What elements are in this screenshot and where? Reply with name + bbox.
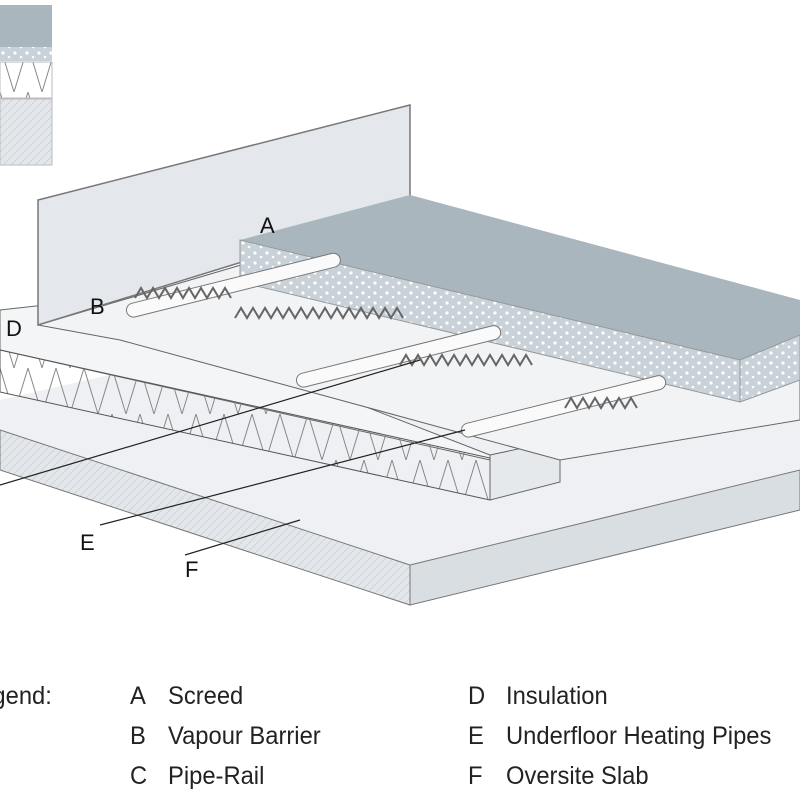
legend-title: Legend: — [0, 682, 52, 710]
leader-lines — [0, 359, 466, 556]
screed-block — [239, 195, 800, 403]
label-b: B — [90, 294, 105, 319]
label-d: D — [6, 316, 22, 341]
layer-swatch — [0, 5, 53, 166]
label-f: F — [185, 557, 199, 582]
pipe-rails — [134, 286, 638, 410]
label-a: A — [260, 213, 275, 238]
label-e: E — [80, 530, 95, 555]
